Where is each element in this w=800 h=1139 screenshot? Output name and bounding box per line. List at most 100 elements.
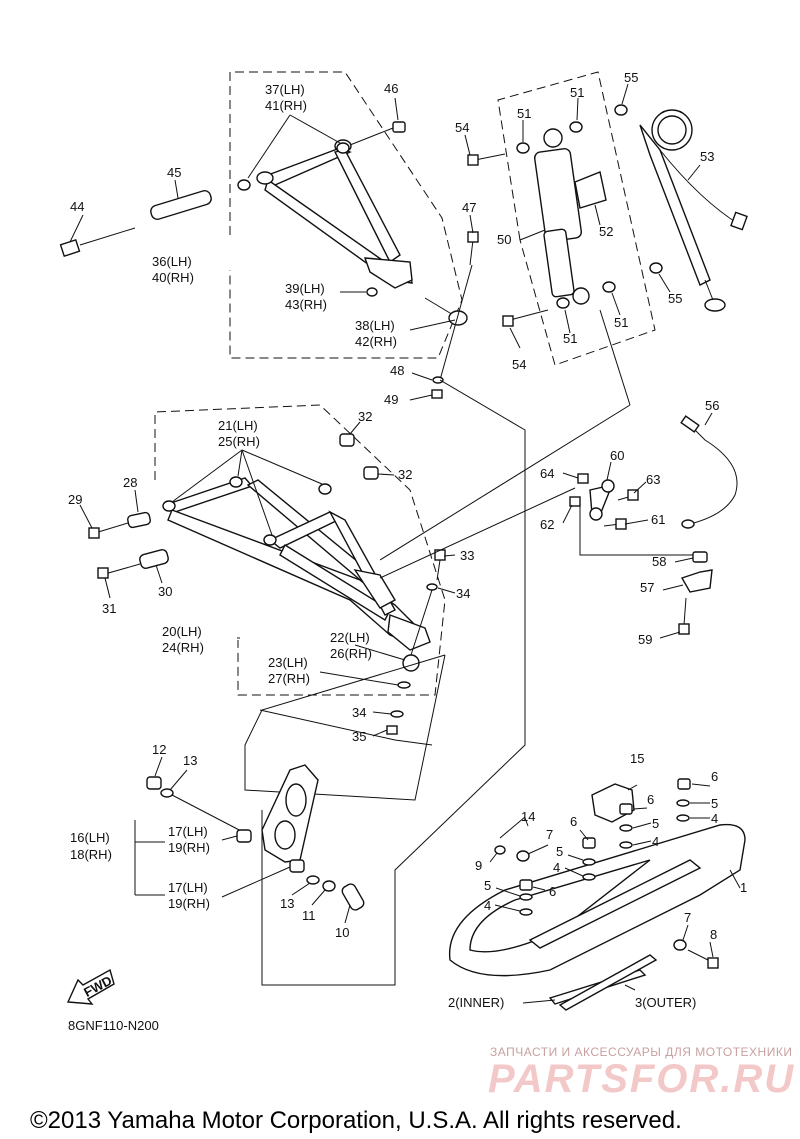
cap-32a xyxy=(339,433,355,447)
label-33: 33 xyxy=(460,548,474,563)
label-4c: 4 xyxy=(553,860,560,875)
washer-48 xyxy=(432,376,444,384)
shaft-10 xyxy=(341,883,365,911)
bolt-54b xyxy=(502,309,549,327)
leader-lines xyxy=(69,83,741,1004)
bolt-33 xyxy=(434,549,446,581)
label-23-lh: 23(LH) xyxy=(268,655,308,670)
washer-4d xyxy=(519,908,533,916)
label-43-rh: 43(RH) xyxy=(285,297,327,312)
nut-55b xyxy=(649,262,663,274)
washer-13a xyxy=(160,788,174,798)
label-51c: 51 xyxy=(563,331,577,346)
nut-6a xyxy=(677,778,691,790)
spindle-16 xyxy=(261,764,319,863)
label-14: 14 xyxy=(521,809,535,824)
label-10: 10 xyxy=(335,925,349,940)
label-60: 60 xyxy=(610,448,624,463)
watermark-logo: PARTSFOR.RU xyxy=(488,1057,795,1101)
label-35: 35 xyxy=(352,729,366,744)
label-49: 49 xyxy=(384,392,398,407)
label-7a: 7 xyxy=(546,827,553,842)
washer-13b xyxy=(306,875,320,885)
label-47: 47 xyxy=(462,200,476,215)
shock-dashed-frame xyxy=(497,71,656,366)
washer-34b xyxy=(390,710,404,718)
label-6b: 6 xyxy=(647,792,654,807)
label-9: 9 xyxy=(475,858,482,873)
label-4d: 4 xyxy=(484,898,491,913)
washer-5c xyxy=(582,858,596,866)
label-4a: 4 xyxy=(711,811,718,826)
label-34a: 34 xyxy=(456,586,470,601)
label-61: 61 xyxy=(651,512,665,527)
bushing-37 xyxy=(237,179,251,191)
label-18-rh: 18(RH) xyxy=(70,847,112,862)
collar-28 xyxy=(127,511,151,529)
washer-4a xyxy=(676,814,690,822)
label-59: 59 xyxy=(638,632,652,647)
label-46: 46 xyxy=(384,81,398,96)
washer-4b xyxy=(619,841,633,849)
bolt-8 xyxy=(687,949,719,969)
label-55a: 55 xyxy=(624,70,638,85)
label-40-rh: 40(RH) xyxy=(152,270,194,285)
label-26-rh: 26(RH) xyxy=(330,646,372,661)
label-29: 29 xyxy=(68,492,82,507)
label-64: 64 xyxy=(540,466,554,481)
nut-62 xyxy=(569,496,581,507)
bushing-21d xyxy=(263,534,277,546)
label-27-rh: 27(RH) xyxy=(268,671,310,686)
label-32b: 32 xyxy=(398,467,412,482)
label-15: 15 xyxy=(630,751,644,766)
bushing-21c xyxy=(162,500,176,512)
label-36-lh: 36(LH) xyxy=(152,254,192,269)
label-22-lh: 22(LH) xyxy=(330,630,370,645)
label-4b: 4 xyxy=(652,834,659,849)
bushing-21a xyxy=(229,476,243,488)
label-25-rh: 25(RH) xyxy=(218,434,260,449)
label-41-rh: 41(RH) xyxy=(265,98,307,113)
label-13b: 13 xyxy=(280,896,294,911)
label-38-lh: 38(LH) xyxy=(355,318,395,333)
nut-6d xyxy=(519,879,533,891)
ski-1 xyxy=(448,823,746,977)
cap-32b xyxy=(363,466,379,480)
fwd-arrow-icon xyxy=(66,968,115,1005)
lower-a-arm xyxy=(163,477,431,651)
label-48: 48 xyxy=(390,363,404,378)
nut-35 xyxy=(386,725,398,735)
label-31: 31 xyxy=(102,601,116,616)
label-16-lh: 16(LH) xyxy=(70,830,110,845)
callout-labels: 1 2(INNER) 3(OUTER) 4 4 4 4 5 5 5 5 6 6 … xyxy=(68,70,747,1010)
label-5d: 5 xyxy=(484,878,491,893)
label-1: 1 xyxy=(740,880,747,895)
label-21-lh: 21(LH) xyxy=(218,418,258,433)
label-28: 28 xyxy=(123,475,137,490)
label-17b-lh: 17(LH) xyxy=(168,880,208,895)
clamp-58 xyxy=(692,551,708,563)
nut-39 xyxy=(366,287,378,297)
copyright-notice: ©2013 Yamaha Motor Corporation, U.S.A. A… xyxy=(30,1107,682,1134)
label-5a: 5 xyxy=(711,796,718,811)
bolt-61 xyxy=(603,518,627,530)
bolt-47 xyxy=(467,231,479,266)
bolt-29 xyxy=(88,522,129,539)
label-17a-lh: 17(LH) xyxy=(168,824,208,839)
label-24-rh: 24(RH) xyxy=(162,640,204,655)
fwd-label: FWD xyxy=(81,973,114,1000)
cable-56 xyxy=(680,415,738,529)
washer-5a xyxy=(676,799,690,807)
bushing-51a xyxy=(516,142,530,154)
cap-46 xyxy=(392,121,406,133)
label-53: 53 xyxy=(700,149,714,164)
washer-23 xyxy=(397,681,411,689)
label-37-lh: 37(LH) xyxy=(265,82,305,97)
bushing-51d xyxy=(602,281,616,293)
collar-30 xyxy=(139,549,169,569)
label-52: 52 xyxy=(599,224,613,239)
adjuster-53 xyxy=(639,109,748,312)
label-8: 8 xyxy=(710,927,717,942)
nut-64 xyxy=(577,473,589,484)
label-6a: 6 xyxy=(711,769,718,784)
